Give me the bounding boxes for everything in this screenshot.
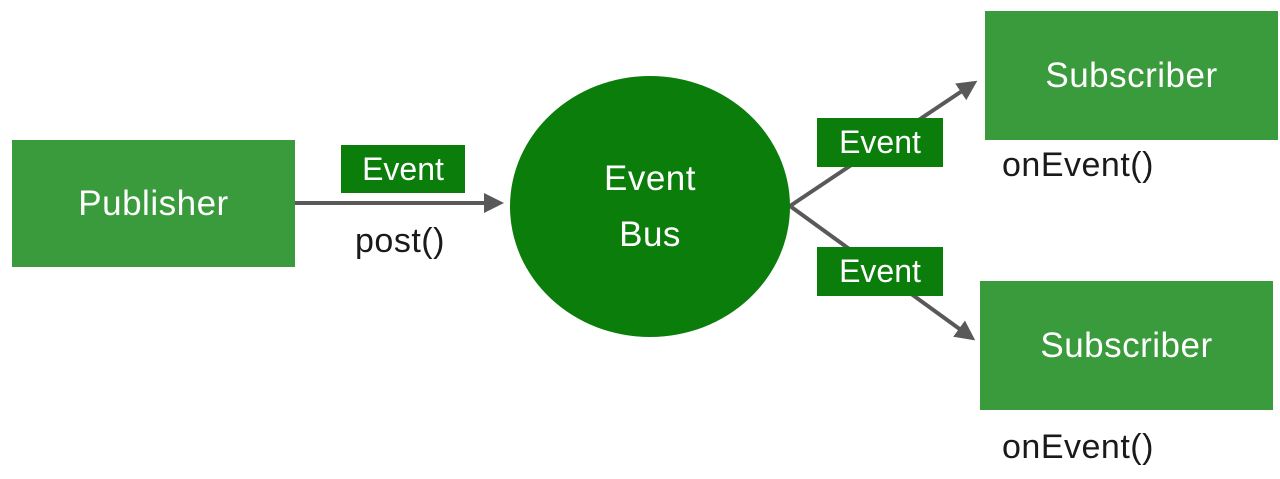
publisher-node: Publisher <box>12 140 295 267</box>
onevent-method-label-bottom: onEvent() <box>1002 428 1154 466</box>
subscriber-bottom-node: Subscriber <box>980 281 1273 410</box>
event-badge-deliver-bottom: Event <box>817 247 943 296</box>
event-badge-deliver-top: Event <box>817 118 943 167</box>
event-bus-label-line2: Bus <box>619 214 681 254</box>
event-bus-label-line1: Event <box>604 159 696 199</box>
event-bus-node: Event Bus <box>510 76 790 337</box>
subscriber-top-node: Subscriber <box>985 11 1278 140</box>
post-method-label: post() <box>355 222 445 260</box>
onevent-method-label-top: onEvent() <box>1002 146 1154 184</box>
subscriber-top-label: Subscriber <box>1045 55 1218 95</box>
event-badge-publish: Event <box>341 145 465 193</box>
publisher-label: Publisher <box>78 183 229 223</box>
subscriber-bottom-label: Subscriber <box>1040 325 1213 365</box>
